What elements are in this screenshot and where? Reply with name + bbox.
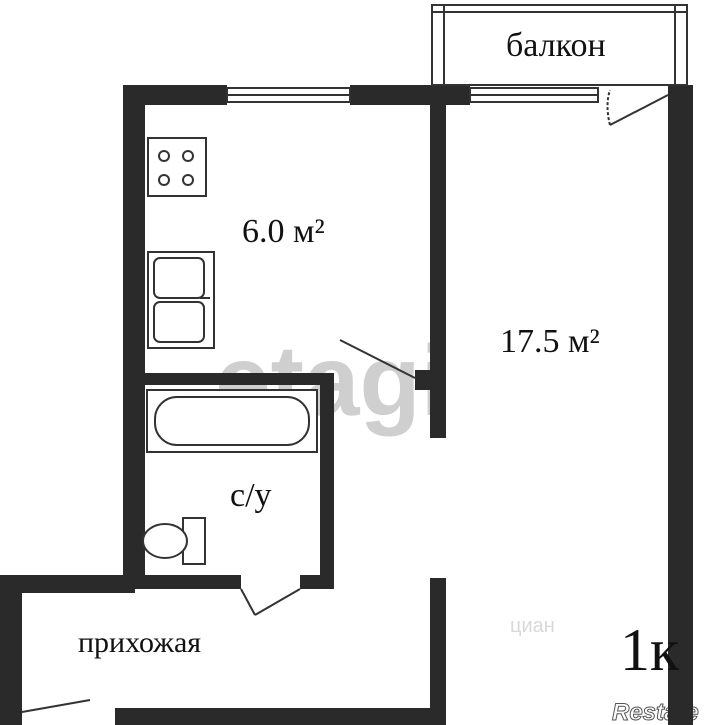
balcony [431,4,688,86]
stove-icon [147,137,207,197]
living-area-label: 17.5 м² [500,323,600,360]
sink-icon [147,251,215,349]
watermark-cian: циан [510,615,555,637]
apartment-type-label: 1к [620,617,680,683]
kitchen-area-label: 6.0 м² [242,213,325,250]
toilet-icon [142,517,206,565]
walls [0,85,693,725]
balcony-label: балкон [506,27,606,64]
doors [21,89,669,713]
windows [226,87,599,103]
hallway-label: прихожая [78,626,201,659]
bathroom-label: с/у [230,477,272,514]
bathtub-icon [146,389,318,453]
